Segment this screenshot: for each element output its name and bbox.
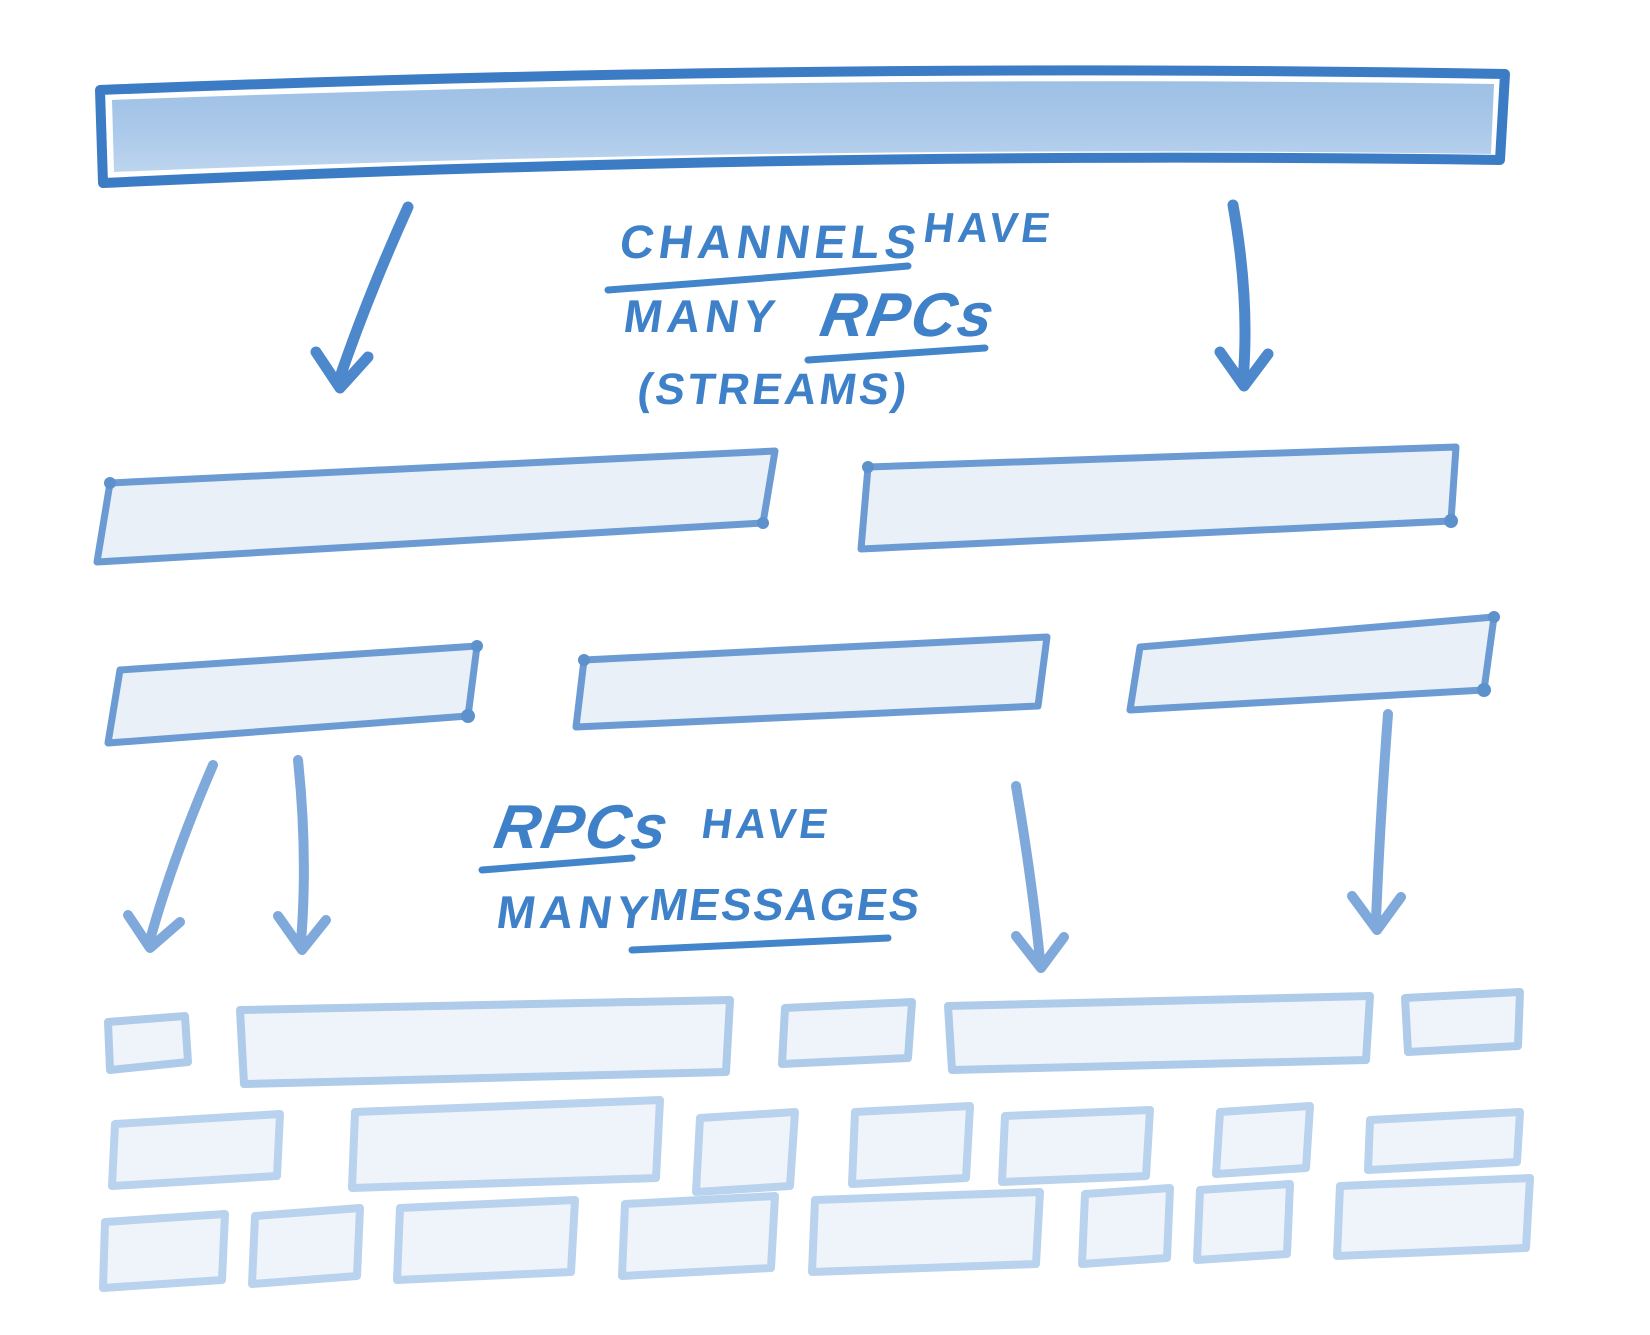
rpc-bar-3 (104, 642, 481, 747)
arrow-shaft (1011, 781, 1045, 965)
arrow-shaft (332, 201, 414, 389)
rpc-bar-5 (1126, 613, 1498, 714)
channel-bar-outline (95, 65, 1510, 188)
message-box (1333, 1174, 1534, 1260)
ink-dot (757, 517, 769, 529)
arrow-head-icon (1011, 931, 1069, 973)
arrow-head-icon (123, 910, 185, 953)
message-box (248, 1204, 364, 1288)
message-box (236, 996, 734, 1088)
arrow-head-icon (1347, 891, 1406, 935)
ink-dot (578, 654, 590, 666)
message-box (618, 1192, 779, 1280)
caption-word-many-2: MANY (494, 886, 657, 938)
arrow-shaft (1371, 709, 1393, 925)
message-row-1 (104, 988, 1524, 1088)
rpc-bar-2 (857, 443, 1460, 553)
ink-dot (1477, 683, 1491, 697)
arrow-channel-to-rpc-left (310, 201, 414, 394)
message-box (1364, 1108, 1524, 1174)
arrow-shaft (145, 760, 218, 945)
message-box (692, 1108, 799, 1196)
underline-messages (628, 934, 892, 954)
arrow-head-icon (1214, 346, 1274, 392)
ink-dot (104, 477, 116, 489)
ink-dot (471, 640, 483, 652)
arrow-shaft (1227, 199, 1251, 386)
caption-word-channels: CHANNELS (616, 216, 924, 269)
message-box (778, 998, 916, 1068)
arrow-channel-to-rpc-right (1214, 199, 1274, 392)
caption-word-rpcs: RPCs (816, 280, 1002, 349)
message-row-3 (99, 1174, 1534, 1292)
ink-dot (461, 709, 475, 723)
underline-channels (604, 262, 912, 294)
arrow-rpc-to-msg-3 (1011, 781, 1069, 973)
message-box (104, 1012, 192, 1074)
caption-word-rpcs-2: RPCs (490, 792, 676, 861)
message-box (108, 1110, 284, 1190)
caption-rpcs-have-many-messages: RPCs HAVE MANY MESSAGES (478, 792, 925, 954)
ink-dot (1488, 611, 1500, 623)
underline-rpcs-2 (478, 854, 636, 874)
message-box (808, 1188, 1044, 1276)
ink-dot (862, 461, 874, 473)
arrow-head-icon (310, 346, 374, 394)
arrow-rpc-to-msg-4 (1347, 709, 1406, 935)
underline-rpcs (804, 344, 989, 364)
rpc-bar-4 (572, 633, 1051, 731)
caption-word-messages: MESSAGES (647, 879, 925, 930)
message-row-2 (108, 1096, 1524, 1196)
caption-word-many: MANY (621, 290, 784, 342)
message-box (848, 1102, 974, 1188)
message-box (1193, 1180, 1294, 1264)
ink-dot (1444, 514, 1458, 528)
message-box (1401, 988, 1524, 1056)
message-box (99, 1210, 229, 1292)
caption-word-have-2: HAVE (699, 800, 835, 847)
message-box (348, 1096, 664, 1192)
caption-word-streams: (STREAMS) (635, 365, 913, 414)
message-box (393, 1196, 579, 1284)
message-box (1212, 1102, 1314, 1178)
arrow-shaft (293, 755, 309, 947)
rpc-bar-row2 (104, 611, 1500, 747)
message-box (1078, 1184, 1174, 1268)
arrow-rpc-to-msg-1 (123, 760, 218, 953)
rpc-bar-1 (93, 447, 779, 566)
channel-bar-fill (112, 81, 1494, 172)
caption-word-have: HAVE (921, 204, 1057, 251)
message-box (944, 992, 1374, 1074)
channel-bar (95, 65, 1510, 188)
rpc-bar-row1 (93, 443, 1460, 566)
caption-channels-have-many-rpcs: CHANNELS HAVE MANY RPCs (STREAMS) (604, 204, 1057, 414)
arrow-head-icon (273, 911, 331, 955)
arrow-rpc-to-msg-2 (273, 755, 331, 955)
message-box (998, 1106, 1154, 1186)
